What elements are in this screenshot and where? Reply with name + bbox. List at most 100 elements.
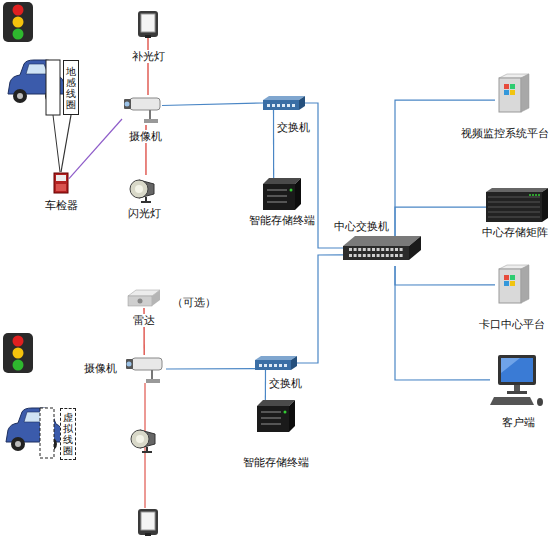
car [17, 93, 23, 99]
device-label: 卡口中心平台 [478, 318, 546, 331]
camera-icon [144, 119, 158, 123]
fill-light [138, 509, 158, 536]
storage-terminal: 智能存储终端 [257, 400, 295, 432]
traffic-light [13, 348, 24, 359]
connector [395, 266, 490, 380]
network-switch-icon [291, 356, 297, 370]
server-icon [504, 275, 509, 280]
fill-light [145, 533, 151, 536]
vehicle-detector: 车检器 [53, 172, 69, 194]
storage-terminal-icon [267, 195, 287, 197]
camera-icon [146, 379, 160, 383]
fill-light-icon [141, 14, 155, 32]
flash-lamp-icon [130, 175, 158, 203]
vehicle-detector-icon [56, 175, 66, 181]
radar-icon [138, 299, 143, 304]
connector [61, 115, 71, 172]
flash-lamp-icon [130, 180, 148, 198]
network-switch-icon [263, 100, 299, 110]
server-icon [499, 78, 521, 112]
storage-array-icon [532, 194, 534, 196]
connector [395, 207, 486, 236]
connector [166, 368, 255, 370]
loop-coil: 地感线圈 [63, 60, 79, 115]
storage-array-icon [486, 192, 542, 222]
flash-lamp-icon [141, 201, 151, 203]
device-label: 摄像机 [128, 130, 163, 143]
radar-icon [128, 290, 160, 308]
storage-terminal-icon [267, 189, 287, 191]
fill-light [138, 509, 158, 535]
server: 卡口中心平台 [495, 263, 533, 305]
flash-lamp [136, 435, 144, 443]
storage-array-icon [488, 217, 540, 218]
device-label: 交换机 [276, 121, 311, 134]
server-icon [495, 263, 533, 305]
network-switch-icon [264, 364, 267, 367]
traffic-light [13, 17, 24, 28]
storage-array-icon [486, 188, 548, 192]
storage-terminal-icon [263, 178, 301, 184]
core-switch-icon [349, 254, 352, 257]
car [15, 441, 21, 447]
camera-icon [132, 358, 162, 370]
device-label: 摄像机 [83, 362, 118, 375]
flash-lamp [131, 430, 155, 453]
camera-icon [127, 362, 132, 367]
camera-icon [124, 355, 166, 383]
radar-icon [152, 290, 160, 306]
virtual-coil [40, 408, 54, 458]
storage-array-icon [538, 194, 540, 196]
vehicle-detector-icon [53, 172, 69, 194]
camera-icon [124, 99, 131, 109]
device-label: 中心存储矩阵 [481, 226, 549, 239]
core-switch-icon [386, 248, 389, 251]
core-switch-icon [363, 248, 366, 251]
fill-light [141, 512, 155, 530]
core-switch-icon [395, 254, 398, 257]
traffic-light [3, 2, 33, 42]
storage-terminal-icon [295, 178, 301, 210]
network-switch-icon [299, 96, 305, 110]
network-switch-icon [255, 356, 297, 370]
core-switch-icon [367, 254, 370, 257]
client-pc-icon [498, 355, 536, 385]
storage-terminal-icon [261, 417, 281, 419]
core-switch-icon [381, 254, 384, 257]
server-icon [510, 281, 515, 286]
flash-lamp-icon [135, 185, 143, 193]
device-label: 智能存储终端 [242, 456, 310, 469]
server-icon [504, 90, 509, 95]
server: 视频监控系统平台 [495, 72, 533, 114]
network-switch-icon [269, 364, 272, 367]
network-switch: 交换机 [263, 96, 305, 110]
storage-array-icon [535, 194, 537, 196]
network-switch-icon [255, 356, 297, 360]
device-label: 智能存储终端 [248, 214, 316, 227]
server-icon [499, 269, 521, 303]
storage-terminal-icon [261, 423, 281, 425]
fill-light-icon [137, 10, 159, 38]
server-icon [521, 74, 529, 112]
traffic-light [3, 2, 33, 42]
connector [395, 100, 495, 236]
server-icon [495, 72, 533, 114]
core-switch-icon [400, 254, 403, 257]
connector [297, 255, 343, 363]
traffic-light [13, 29, 24, 40]
server-icon [521, 265, 529, 303]
storage-terminal-icon [261, 411, 281, 413]
fill-light-icon [138, 11, 158, 37]
camera-icon [130, 98, 160, 110]
car [11, 437, 25, 451]
connector [147, 38, 148, 95]
client-pc: 客户端 [490, 355, 545, 407]
device-label: 补光灯 [131, 50, 166, 63]
device-label: 中心交换机 [333, 220, 390, 233]
core-switch-icon [372, 254, 375, 257]
network-switch-icon [287, 104, 290, 107]
vehicle-detector-icon [56, 184, 66, 191]
core-switch-icon [381, 248, 384, 251]
client-pc-icon [507, 391, 527, 394]
